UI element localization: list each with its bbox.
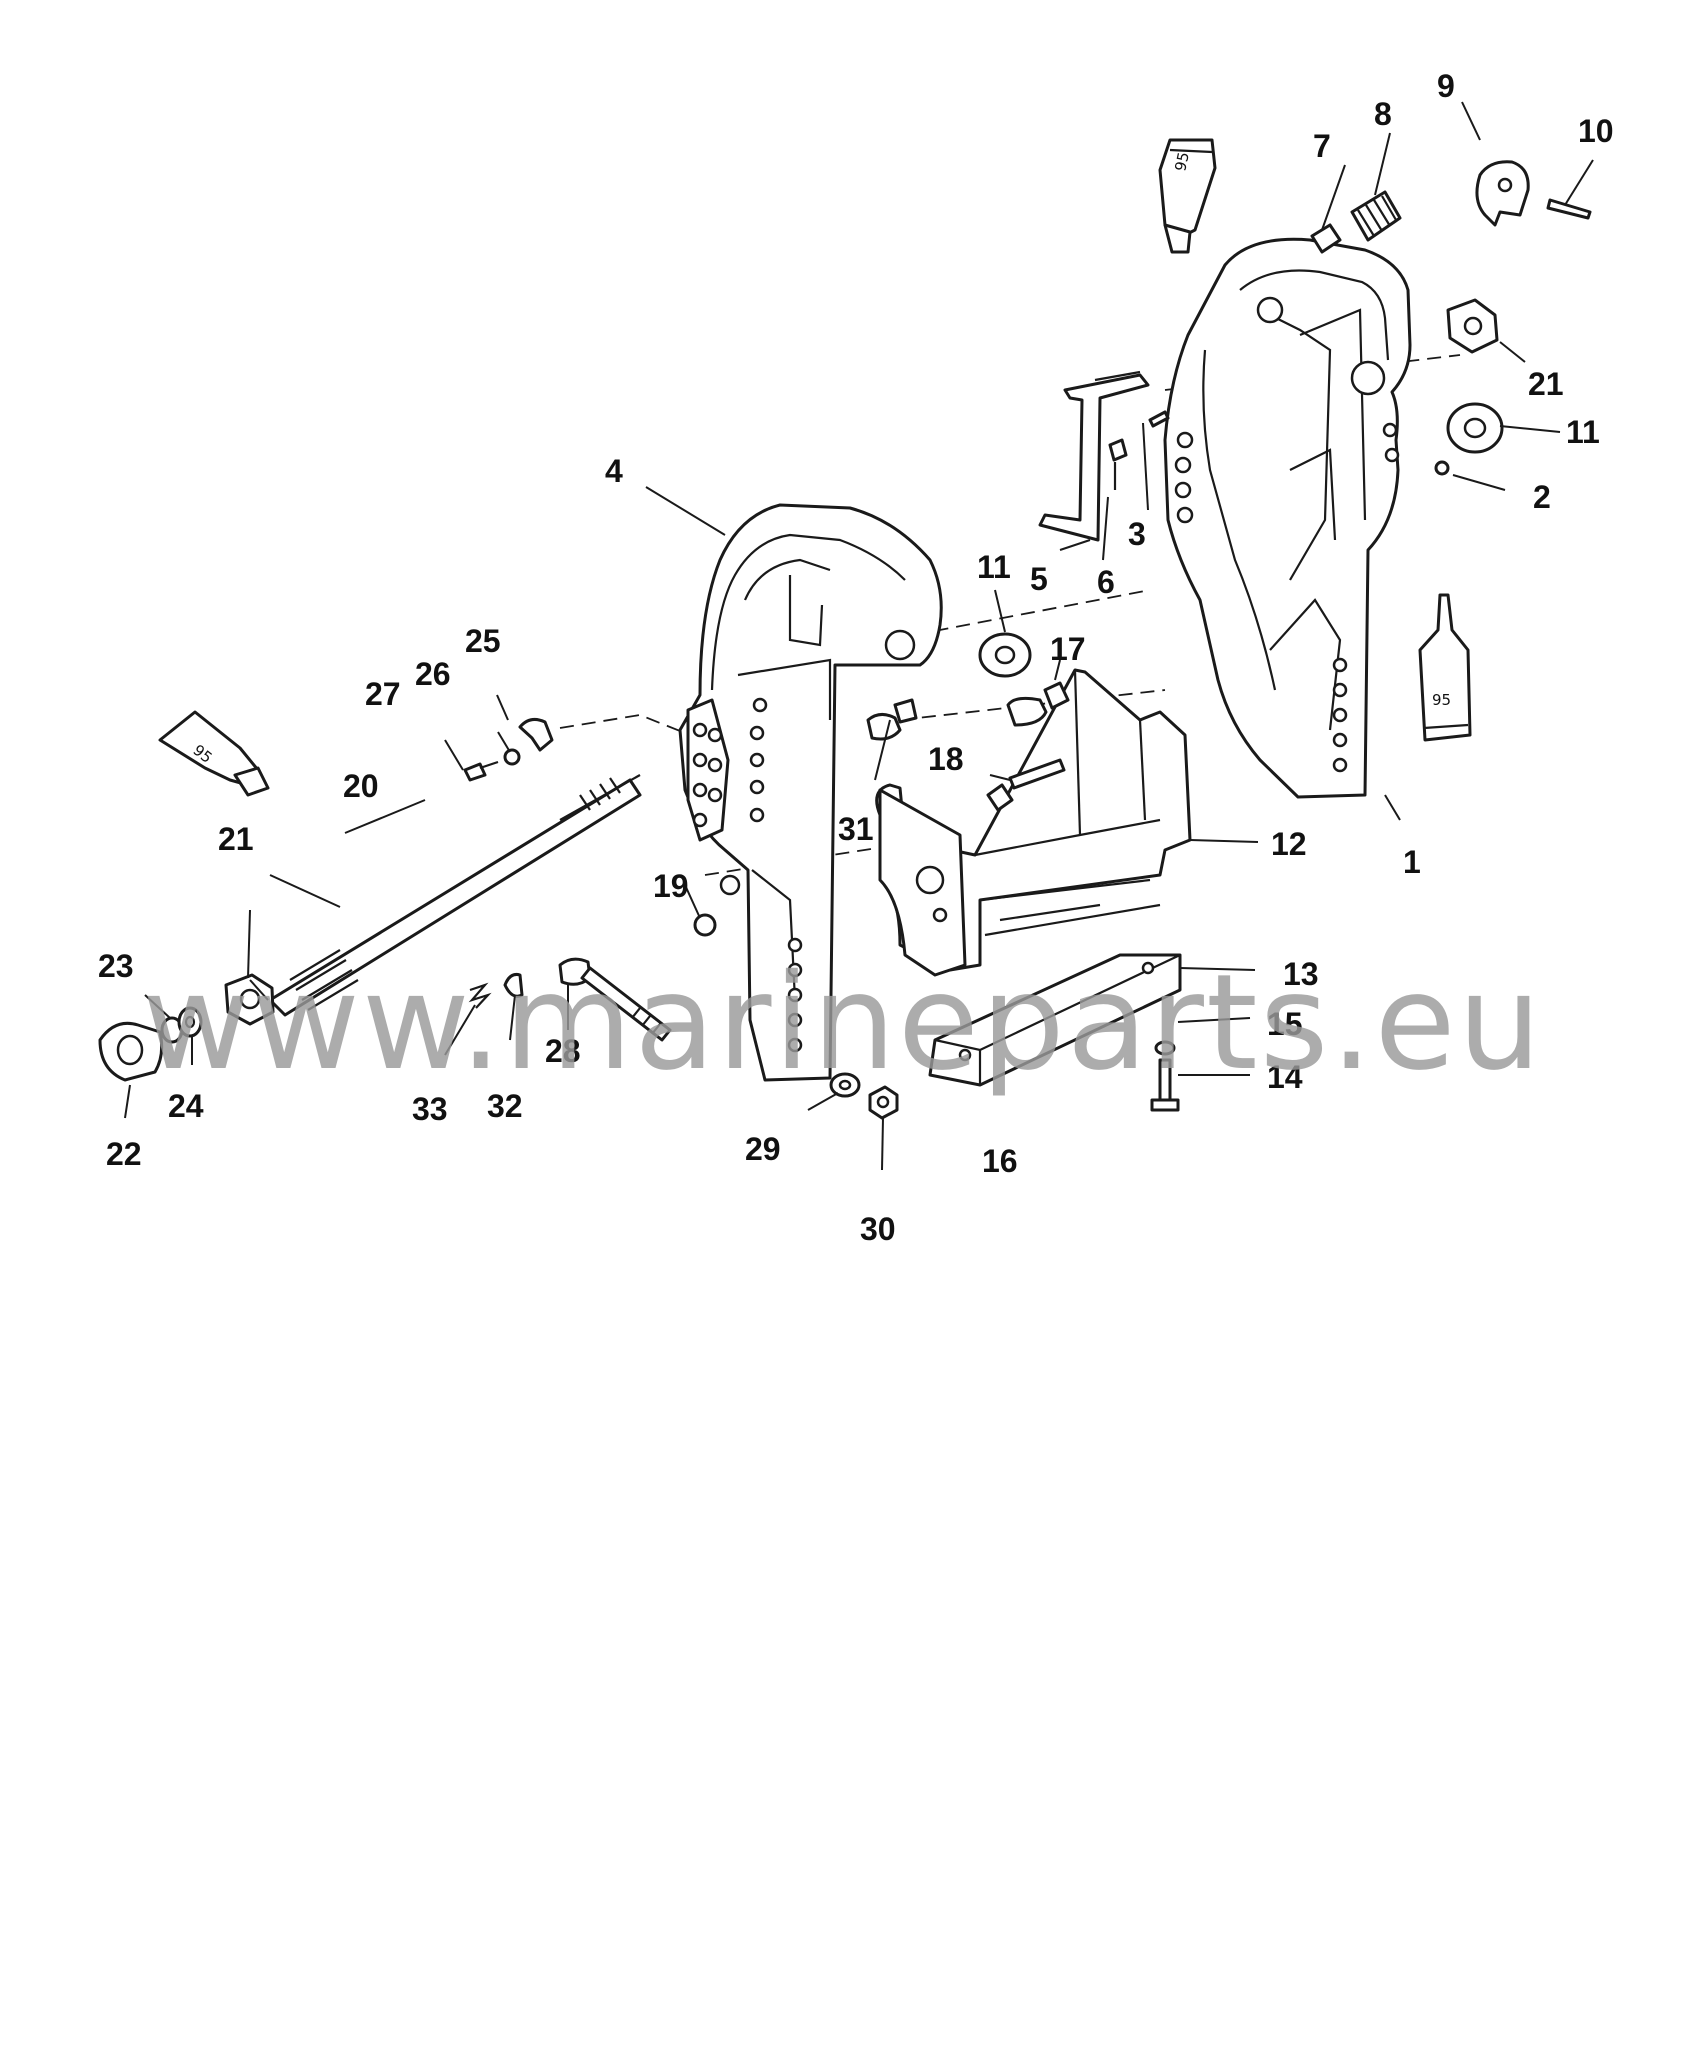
washer-15 <box>1154 1040 1176 1056</box>
callout-19: 19 <box>653 868 689 904</box>
fitting-2 <box>1434 460 1450 476</box>
pin-3 <box>1148 410 1170 428</box>
callout-30: 30 <box>860 1211 896 1247</box>
callout-8: 8 <box>1374 96 1392 132</box>
nut-21-left <box>224 973 275 1026</box>
bracket-frame <box>875 668 1192 977</box>
spring-33 <box>468 982 492 1009</box>
callout-1: 1 <box>1403 844 1421 880</box>
nut-21-right <box>1446 298 1499 354</box>
callout-22: 22 <box>106 1136 142 1172</box>
callout-4: 4 <box>605 453 623 489</box>
tube-mark-right: 95 <box>1432 691 1451 709</box>
callout-28: 28 <box>545 1033 581 1069</box>
callout-33: 33 <box>412 1091 448 1127</box>
watermark: www.marineparts.eu <box>142 946 1543 1100</box>
washer-11-right <box>1446 402 1504 454</box>
washer-24 <box>177 1006 203 1038</box>
leader-lines <box>124 101 1594 1171</box>
callout-5: 5 <box>1030 561 1048 597</box>
clamp-25 <box>518 717 554 752</box>
bolt-28 <box>558 957 672 1042</box>
callout-29: 29 <box>745 1131 781 1167</box>
pin-10 <box>1546 198 1592 220</box>
lever-9 <box>1475 160 1530 227</box>
callout-9: 9 <box>1437 68 1455 104</box>
callout-21-left: 21 <box>218 821 254 857</box>
transom-bracket-right <box>1163 237 1412 799</box>
callout-10: 10 <box>1578 113 1614 149</box>
nut-19 <box>693 913 717 937</box>
callout-26: 26 <box>415 656 451 692</box>
callout-18: 18 <box>928 741 964 777</box>
washer-29 <box>829 1072 861 1098</box>
grease-tube-left: 95 <box>158 710 270 797</box>
callout-16: 16 <box>982 1143 1018 1179</box>
callout-11-right: 11 <box>1566 414 1600 450</box>
bolt-18 <box>986 758 1066 812</box>
callout-3: 3 <box>1128 516 1146 552</box>
callout-11-left: 11 <box>977 549 1011 585</box>
callout-7: 7 <box>1313 128 1331 164</box>
grease-tube-top: 95 <box>1158 138 1217 254</box>
rod-5 <box>1038 370 1150 542</box>
callout-14: 14 <box>1267 1059 1303 1095</box>
callout-27: 27 <box>365 676 401 712</box>
screw-27 <box>463 760 499 782</box>
bushing-7 <box>1310 223 1342 254</box>
grease-tube-right: 95 <box>1418 593 1472 742</box>
callout-15: 15 <box>1267 1006 1303 1042</box>
callout-13: 13 <box>1283 956 1319 992</box>
callouts: 1 2 3 4 5 6 7 8 9 10 11 11 12 13 14 15 1… <box>98 68 1614 1247</box>
clip-32 <box>503 973 524 998</box>
spring-8 <box>1350 190 1402 242</box>
bolt-17 <box>1006 681 1070 727</box>
callout-6: 6 <box>1097 564 1115 600</box>
callout-21-right: 21 <box>1528 366 1564 402</box>
nut-30 <box>868 1085 899 1120</box>
washer-26 <box>503 748 521 766</box>
callout-31: 31 <box>838 811 874 847</box>
bolt-14 <box>1150 1058 1180 1112</box>
callout-24: 24 <box>168 1088 204 1124</box>
tube-mark-top: 95 <box>1171 150 1193 172</box>
callout-12: 12 <box>1271 826 1307 862</box>
callout-2: 2 <box>1533 479 1551 515</box>
callout-25: 25 <box>465 623 501 659</box>
callout-20: 20 <box>343 768 379 804</box>
clip-6 <box>1108 438 1128 490</box>
callout-32: 32 <box>487 1088 523 1124</box>
transom-bracket-left <box>678 503 943 1082</box>
callout-23: 23 <box>98 948 134 984</box>
tilt-tube <box>268 774 642 1017</box>
washer-11-left <box>978 632 1032 678</box>
base-block <box>928 953 1182 1087</box>
callout-17: 17 <box>1050 631 1086 667</box>
nut-22 <box>98 1021 164 1082</box>
bolt-31 <box>866 698 918 741</box>
